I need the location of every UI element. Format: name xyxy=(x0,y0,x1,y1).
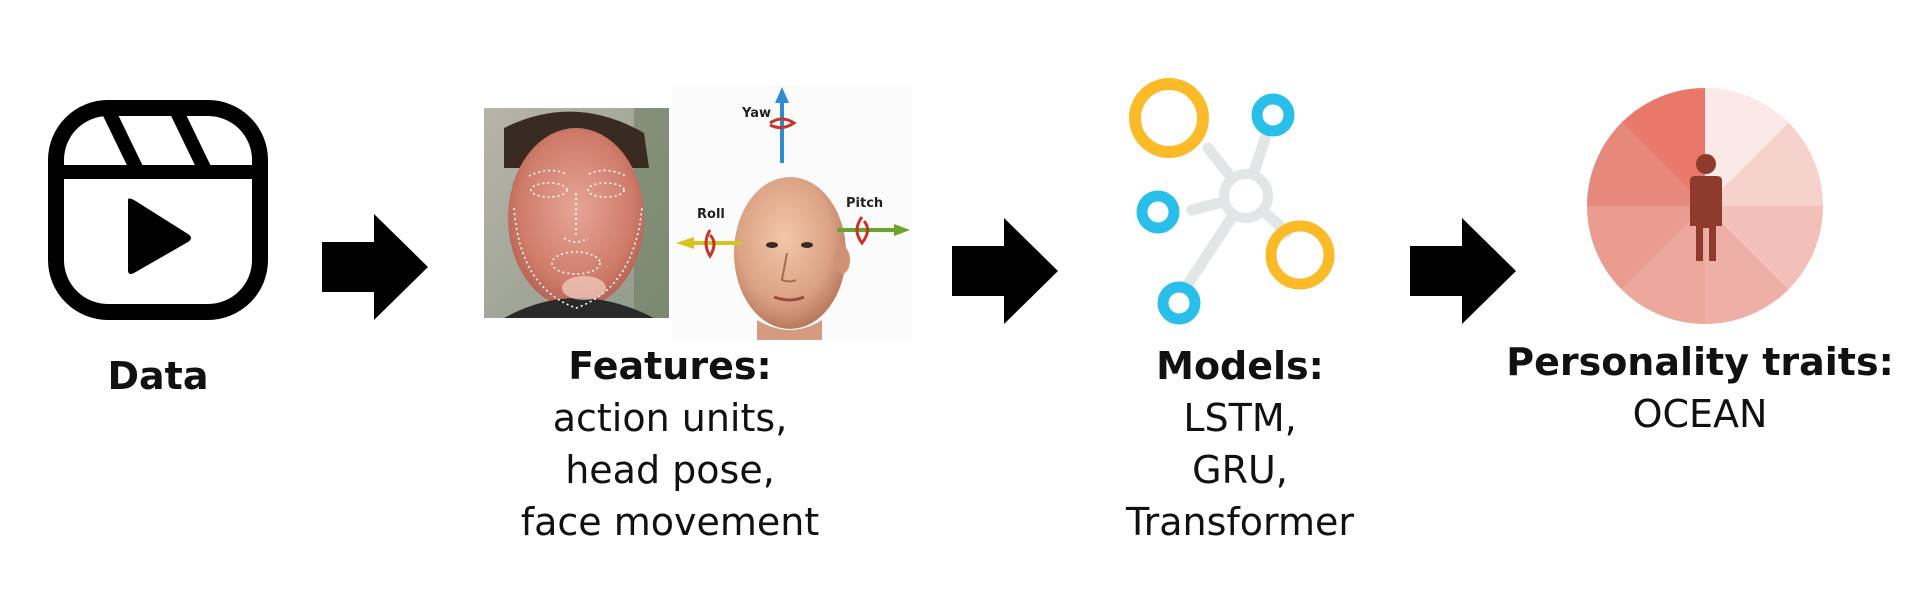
pie-slice xyxy=(1587,122,1705,206)
models-line-3: Transformer xyxy=(1125,500,1355,544)
data-title: Data xyxy=(107,354,209,398)
models-caption: Models: LSTM, GRU, Transformer xyxy=(1100,340,1380,548)
pie-slices xyxy=(1587,88,1823,324)
network-nodes-icon xyxy=(1122,72,1352,332)
pie-slice xyxy=(1587,206,1705,290)
pie-slice xyxy=(1705,122,1823,206)
arrow-2-icon xyxy=(952,218,1058,324)
features-caption: Features: action units, head pose, face … xyxy=(510,340,830,548)
models-title: Models: xyxy=(1156,344,1324,388)
models-line-1: LSTM, xyxy=(1183,396,1297,440)
features-line-1: action units, xyxy=(552,396,788,440)
features-line-2: head pose, xyxy=(565,448,775,492)
arrow-3-icon xyxy=(1410,218,1516,324)
personality-title: Personality traits: xyxy=(1506,340,1894,384)
pitch-label: Pitch xyxy=(846,196,883,211)
pie-slice xyxy=(1621,206,1705,324)
video-reel-icon xyxy=(48,100,268,320)
pie-slice xyxy=(1621,88,1705,206)
person-pie-icon xyxy=(1585,86,1825,326)
features-line-3: face movement xyxy=(520,500,820,544)
pie-slice xyxy=(1705,206,1823,290)
pie-slice xyxy=(1705,206,1789,324)
personality-caption: Personality traits: OCEAN xyxy=(1490,336,1910,440)
data-caption: Data xyxy=(58,350,258,402)
arrow-1-icon xyxy=(322,214,428,320)
head-pose-image: Yaw Roll Pitch xyxy=(672,85,912,340)
roll-label: Roll xyxy=(697,207,725,222)
pie-slice xyxy=(1705,88,1789,206)
yaw-label: Yaw xyxy=(741,106,771,121)
personality-line-1: OCEAN xyxy=(1632,392,1768,436)
face-landmarks-image xyxy=(484,108,669,318)
models-line-2: GRU, xyxy=(1192,448,1288,492)
features-title: Features: xyxy=(568,344,772,388)
person-icon xyxy=(1690,154,1722,261)
